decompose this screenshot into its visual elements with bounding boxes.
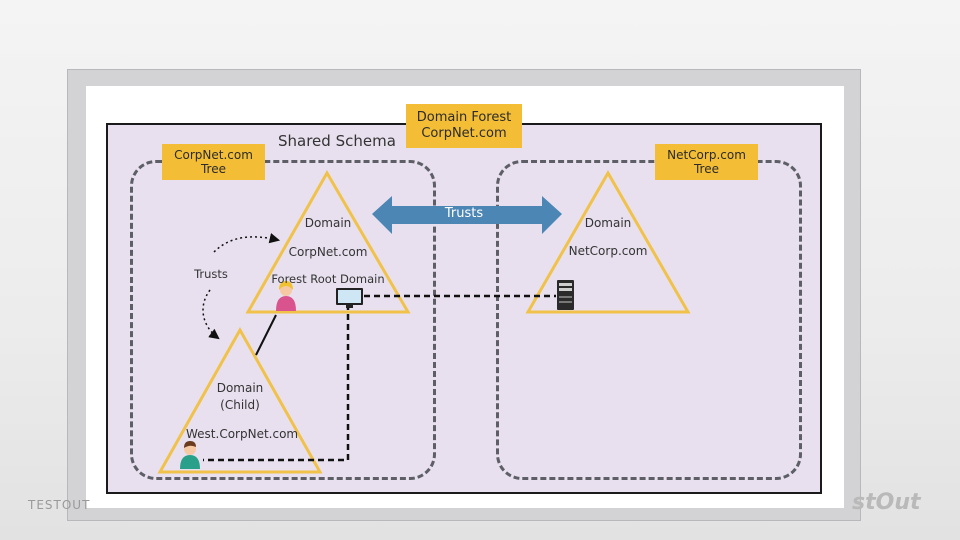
watermark-logo: stOut — [852, 490, 921, 515]
root-domain-triangle — [245, 169, 411, 314]
corpnet-tree-region — [130, 160, 436, 480]
root-domain-name: CorpNet.com — [288, 245, 368, 259]
netcorp-domain-name: NetCorp.com — [568, 244, 648, 258]
netcorp-tree-label-line2: Tree — [693, 162, 719, 176]
child-domain-triangle — [157, 326, 323, 474]
netcorp-tree-region — [496, 160, 802, 480]
monitor-icon — [336, 288, 363, 308]
domain-forest-label-line1: Domain Forest — [416, 110, 512, 125]
trust-curve-down — [202, 289, 220, 340]
corpnet-tree-label-line2: Tree — [200, 162, 226, 176]
child-domain-name: West.CorpNet.com — [186, 427, 299, 441]
trust-curve-up — [213, 232, 281, 253]
parent-child-link — [255, 314, 277, 356]
netcorp-domain-type: Domain — [584, 216, 632, 230]
netcorp-tree-label: NetCorp.com Tree — [655, 144, 758, 180]
root-to-child-connection — [203, 304, 350, 462]
domain-forest-label-line2: CorpNet.com — [421, 126, 507, 141]
shared-schema-title: Shared Schema — [278, 132, 396, 150]
corpnet-tree-label-line1: CorpNet.com — [174, 148, 253, 162]
trusts-double-arrow — [372, 196, 562, 234]
netcorp-tree-label-line1: NetCorp.com — [667, 148, 746, 162]
child-domain-qualifier: (Child) — [220, 398, 260, 412]
root-domain-role: Forest Root Domain — [271, 272, 385, 286]
domain-forest-label: Domain Forest CorpNet.com — [406, 104, 522, 148]
user-female-icon — [276, 281, 296, 311]
server-icon — [557, 280, 574, 310]
netcorp-domain-triangle — [525, 169, 691, 314]
trusts-curve-label: Trusts — [194, 267, 228, 281]
watermark-left: TESTOUT — [28, 498, 91, 512]
trusts-arrow-label: Trusts — [444, 206, 484, 221]
user-male-icon — [180, 441, 200, 469]
root-domain-type: Domain — [304, 216, 352, 230]
corpnet-tree-label: CorpNet.com Tree — [162, 144, 265, 180]
child-domain-type: Domain — [216, 381, 264, 395]
domain-forest-box — [106, 123, 822, 494]
